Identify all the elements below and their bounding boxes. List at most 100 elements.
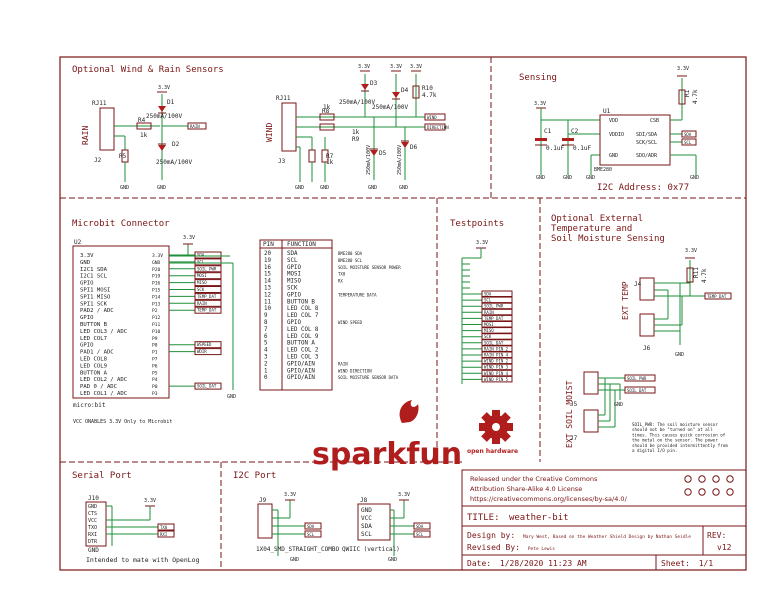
table-function: SDA xyxy=(287,251,298,257)
r7-label: R7 xyxy=(326,153,334,160)
testpoint-label: WIND_PIN_2 xyxy=(484,359,509,364)
testpoint-label: WIND_PIN_3 xyxy=(484,365,509,370)
table-pin: 12 xyxy=(264,292,271,298)
testpoint-flag xyxy=(481,345,513,352)
rain-label: RAIN xyxy=(81,126,90,145)
table-note: WIND DIRECTION xyxy=(338,368,372,373)
d5-label: D5 xyxy=(379,150,387,157)
j6-connector xyxy=(639,313,655,337)
table-function: GPIO/AIN xyxy=(287,361,315,367)
date-value: 1/28/2020 11:23 AM xyxy=(500,559,587,568)
microbit-right-pin: P11 xyxy=(152,322,161,328)
microbit-right-pin: P3 xyxy=(152,391,158,397)
testpoint-label: WIND_PIN_5 xyxy=(484,377,509,382)
microbit-right-pin: P0 xyxy=(152,384,158,390)
ext-temp-label: EXT TEMP xyxy=(621,281,630,320)
j7-connector xyxy=(583,409,599,433)
microbit-net-flag xyxy=(194,279,222,287)
testpoint-flag xyxy=(481,339,513,346)
u1-pin-csb: CSB xyxy=(650,118,659,124)
r9-value: 1k xyxy=(352,129,360,136)
revised-by: Revised By: Pete Lewis xyxy=(467,543,555,552)
rain-connector xyxy=(99,107,115,151)
wind-gnd-4: GND xyxy=(399,185,408,191)
table-pin: 7 xyxy=(264,327,268,333)
r1-label: R1 xyxy=(684,89,691,97)
serial-pin: CTS xyxy=(88,511,97,517)
j8-pin: VCC xyxy=(361,515,372,522)
j8-connector xyxy=(357,503,391,541)
r1-vcc: 3.3V xyxy=(677,66,689,72)
i2c-port: J9 3.3V SDA SCL 1X04_SMD_STRAIGHT_COMBO … xyxy=(256,492,431,563)
u1-part: BME280 xyxy=(594,167,612,173)
serial-vcc: 3.3V xyxy=(144,498,156,504)
ext-sensors: EXT TEMP J4 J6 3.3V R11 4.7k TEMP_DAT GN… xyxy=(565,248,732,453)
d1-label: D1 xyxy=(167,99,175,106)
j8-gnd: GND xyxy=(388,557,397,563)
sparkfun-wordmark: sparkfun xyxy=(312,437,462,472)
soil-dat-net: SOIL_DAT xyxy=(627,388,647,393)
table-note: TX0 xyxy=(338,272,346,277)
j8-pin: SDA xyxy=(361,523,372,530)
testpoint-list: SDASCLSOIL_PWRRAINTEMP_DATMOSIMISOSCKSOI… xyxy=(462,263,513,383)
u1-label: U1 xyxy=(603,108,611,115)
microbit-net-flag xyxy=(194,292,222,300)
soil-note-line: times. This causes quick corrosion of xyxy=(632,432,726,437)
soil-note-line: a digital I/O pin. xyxy=(632,448,677,453)
table-pin: 16 xyxy=(264,265,271,271)
j10-label: J10 xyxy=(88,495,99,502)
microbit-left-pin: PAD 0 / ADC xyxy=(80,384,117,390)
r4-value: 1k xyxy=(140,132,148,139)
testpoint-flag xyxy=(481,351,513,358)
j8-net-sda: SDA xyxy=(416,524,424,529)
soil-gnd: GND xyxy=(614,402,623,408)
date-label: Date: xyxy=(467,559,491,568)
microbit-left-pin: BUTTON A xyxy=(80,370,108,376)
microbit-right-pin: P5 xyxy=(152,370,158,376)
microbit-net-flag xyxy=(194,272,222,280)
rain-gnd-r5: GND xyxy=(120,185,129,191)
wind-gnd-3: GND xyxy=(368,185,377,191)
rj11-wind-label: RJ11 xyxy=(276,95,291,102)
microbit-footer: micro:bit xyxy=(73,402,106,409)
microbit-net-flag xyxy=(194,258,222,266)
microbit-note: VCC ONABLES 3.3V Only to Microbit xyxy=(73,419,172,425)
section-ext-title: Optional External Temperature and Soil M… xyxy=(551,214,665,244)
microbit-left-pin: GPIO xyxy=(80,343,94,349)
ext-title-line2: Temperature and xyxy=(551,224,632,234)
table-pin: 11 xyxy=(264,299,271,305)
microbit-net-flag xyxy=(194,299,222,307)
table-function: GPIO xyxy=(287,320,301,326)
i2c-address: I2C Address: 0x77 xyxy=(597,183,689,193)
u2-label: U2 xyxy=(74,239,82,246)
j4-connector xyxy=(639,277,655,301)
serial-pin: DTR xyxy=(88,539,98,545)
r8-value: 1k xyxy=(323,104,331,111)
table-note: RAIN xyxy=(338,361,348,366)
testpoint-label: MOSI xyxy=(484,322,494,327)
table-function: GPIO xyxy=(287,292,301,298)
wind-circuit: RJ11 WIND J3 1k R8 1k R9 R7 1k GND GND D… xyxy=(265,64,449,191)
table-pin: 1 xyxy=(264,368,268,374)
d1-value: 250mA/100V xyxy=(146,113,183,120)
microbit-left-pin: SPI1 SCK xyxy=(80,301,108,307)
table-note: RX xyxy=(338,279,343,284)
wind-vcc-3: 3.3V xyxy=(410,64,422,70)
sensing-circuit: 3.3V C1 0.1uF C2 0.1uF GND GND GND U1 BM… xyxy=(534,66,699,193)
r5-label: R5 xyxy=(119,153,127,160)
table-note: SOIL MOISTURE SENSOR POWER xyxy=(338,265,401,270)
microbit-left-pin: I2C1 SCL xyxy=(80,274,108,280)
open-hardware-text: open hardware xyxy=(467,448,518,455)
table-pin: 4 xyxy=(264,348,268,354)
testpoint-label: TEMP_DAT xyxy=(484,316,504,321)
sense-gnd-3: GND xyxy=(586,175,595,181)
serial-net-tx: TX0 xyxy=(160,525,168,530)
u1-pin-sda: SDI/SDA xyxy=(636,132,657,138)
microbit-right-pin: P4 xyxy=(152,377,158,383)
table-pin: 9 xyxy=(264,313,268,319)
testpoint-label: RAIN_PIN_4 xyxy=(484,353,509,358)
bme280-chip xyxy=(599,114,671,166)
ext-title-line1: Optional External xyxy=(551,214,643,224)
microbit-net-flag xyxy=(194,251,222,259)
